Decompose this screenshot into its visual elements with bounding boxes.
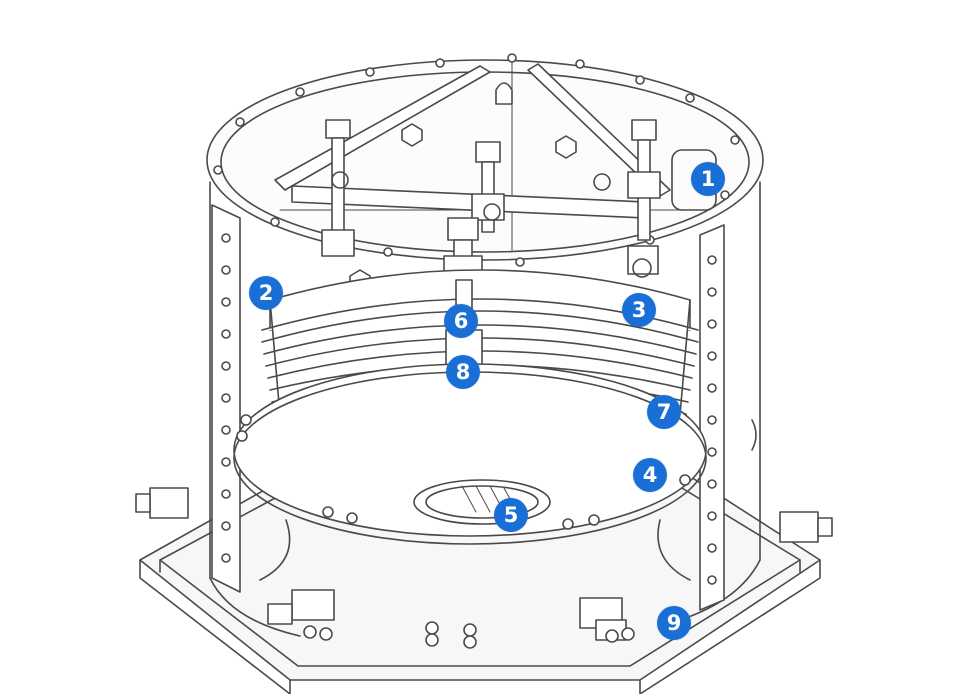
callout-marker: 6 xyxy=(444,304,478,338)
bottom-plate xyxy=(233,363,707,545)
perforated-diffuser xyxy=(413,479,551,525)
flange-bolts xyxy=(221,233,717,585)
callout-marker: 2 xyxy=(249,276,283,310)
callout-marker: 3 xyxy=(622,293,656,327)
base-mounting-blocks xyxy=(135,487,833,649)
hanger-hook-rings xyxy=(331,171,652,278)
cover-rim-bolts xyxy=(213,53,740,267)
callout-marker: 8 xyxy=(446,355,480,389)
callout-marker: 1 xyxy=(691,162,725,196)
cylinder-shell xyxy=(209,181,761,637)
bottom-plate-bolts xyxy=(236,414,691,530)
callout-marker: 9 xyxy=(657,606,691,640)
callout-marker: 5 xyxy=(494,498,528,532)
callout-marker: 7 xyxy=(647,395,681,429)
callout-marker: 4 xyxy=(633,458,667,492)
lower-skirt xyxy=(259,519,691,581)
lifting-eye xyxy=(495,82,513,105)
